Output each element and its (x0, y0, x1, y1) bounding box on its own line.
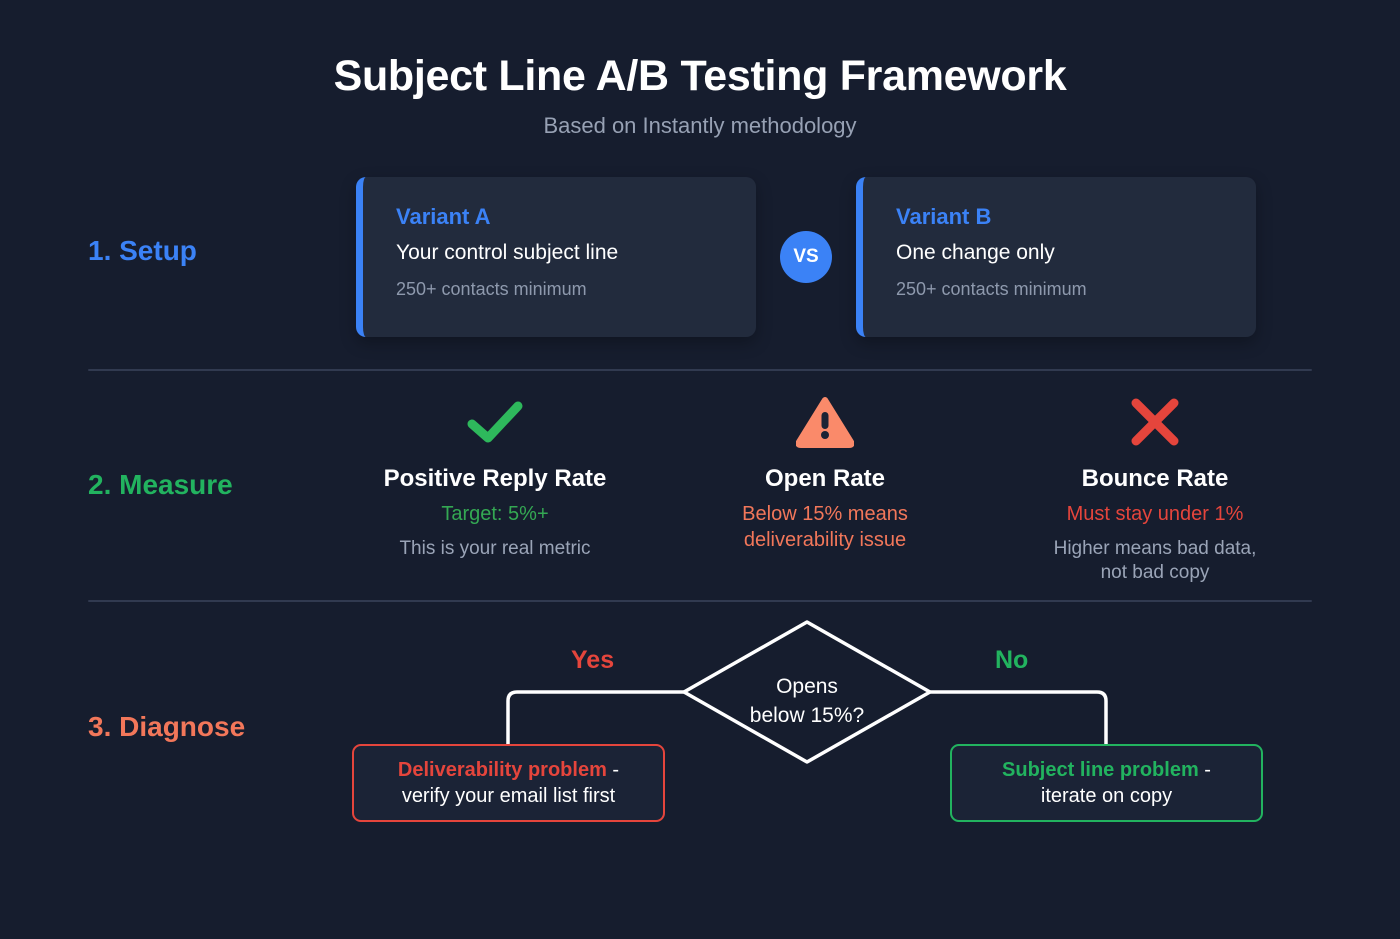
variant-b-description: One change only (896, 241, 1055, 265)
outcome-subject-line-problem: Subject line problem - iterate on copy (950, 744, 1263, 823)
connector-yes (506, 690, 686, 746)
decision-diamond (682, 620, 932, 764)
flowchart-connectors (506, 620, 1108, 764)
metric-target: Target: 5%+ (441, 503, 549, 526)
page-title: Subject Line A/B Testing Framework (333, 52, 1067, 100)
variant-b-name: Variant B (896, 204, 992, 230)
metric-title: Open Rate (764, 465, 886, 493)
metric-target: Below 15% means deliverability issue (742, 503, 908, 551)
variant-a-note: 250+ contacts minimum (396, 279, 587, 300)
cross-icon (990, 393, 1320, 451)
outcome-no-strong: Subject line problem (1002, 758, 1199, 781)
metric-title: Positive Reply Rate (383, 465, 607, 493)
metric-positive-reply-rate: Positive Reply Rate Target: 5%+ This is … (330, 393, 660, 585)
metrics-row: Positive Reply Rate Target: 5%+ This is … (330, 393, 1320, 585)
variant-a-description: Your control subject line (396, 241, 619, 265)
decision-question: Opens below 15%? (749, 675, 865, 727)
outcome-no-dash: - (1198, 758, 1211, 781)
metric-open-rate: Open Rate Below 15% means deliverability… (660, 393, 990, 585)
step-label-diagnose: 3. Diagnose (88, 711, 246, 743)
outcome-no-line2: iterate on copy (1040, 785, 1173, 808)
step-label-measure: 2. Measure (88, 469, 233, 501)
branch-label-no: No (995, 646, 1029, 675)
variant-card-a[interactable]: Variant A Your control subject line 250+… (356, 177, 756, 338)
variant-b-note: 250+ contacts minimum (896, 279, 1087, 300)
decision-flowchart: Opens below 15%? Yes No Deliverability p… (0, 613, 1400, 863)
divider-measure-diagnose (88, 600, 1312, 603)
variant-card-b[interactable]: Variant B One change only 250+ contacts … (856, 177, 1256, 338)
metric-title: Bounce Rate (1081, 465, 1229, 493)
measure-section: 2. Measure Positive Reply Rate Target: 5… (0, 373, 1400, 613)
page-subtitle: Based on Instantly methodology (543, 113, 857, 139)
divider-setup-measure (88, 369, 1312, 372)
step-label-setup: 1. Setup (88, 235, 197, 267)
diagnose-section: 3. Diagnose Opens below 15%? Yes No Deli… (0, 613, 1400, 863)
connector-no (928, 690, 1108, 746)
metric-subtext: This is your real metric (399, 537, 591, 559)
outcome-yes-line2: verify your email list first (401, 785, 616, 808)
page-header: Subject Line A/B Testing Framework Based… (0, 0, 1400, 139)
outcome-yes-strong: Deliverability problem (397, 758, 607, 781)
variant-a-name: Variant A (396, 204, 491, 230)
vs-badge: VS (780, 231, 832, 284)
branch-label-yes: Yes (571, 646, 615, 675)
outcome-deliverability-problem: Deliverability problem - verify your ema… (352, 744, 665, 823)
check-icon (330, 393, 660, 451)
setup-section: 1. Setup Variant A Your control subject … (0, 177, 1400, 373)
metric-bounce-rate: Bounce Rate Must stay under 1% Higher me… (990, 393, 1320, 585)
metric-subtext: Higher means bad data, not bad copy (1053, 537, 1257, 584)
metric-target: Must stay under 1% (1066, 503, 1244, 526)
variant-comparison-row: Variant A Your control subject line 250+… (356, 177, 1256, 338)
warning-triangle-icon (660, 393, 990, 451)
outcome-yes-dash: - (606, 758, 620, 781)
